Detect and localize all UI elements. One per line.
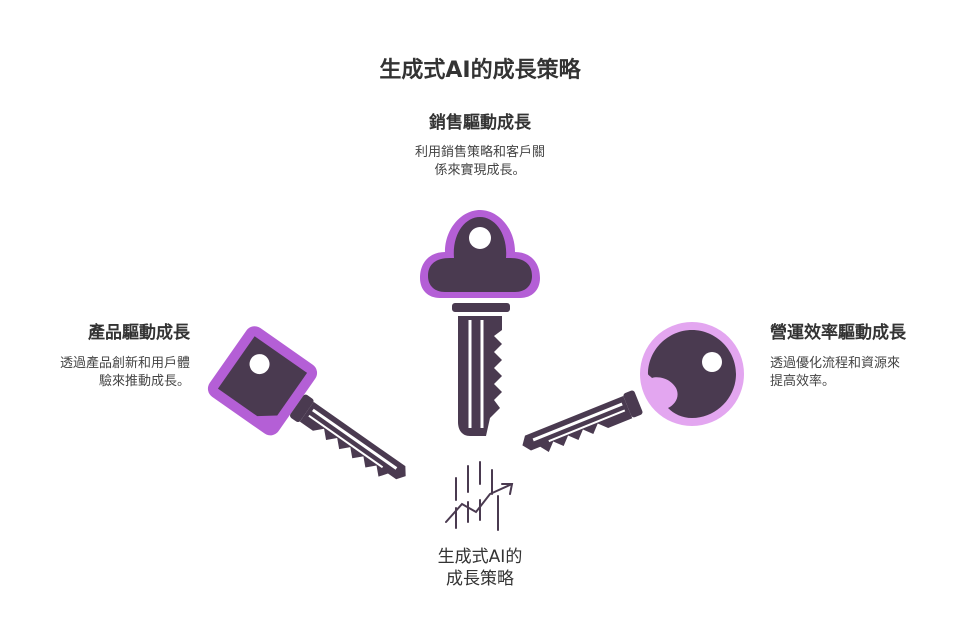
operations-key-head	[648, 330, 736, 418]
operations-desc-line-2: 提高效率。	[770, 374, 836, 389]
operations-key-groove-2	[548, 409, 626, 443]
product-key-groove	[312, 408, 398, 470]
center-label-line-2: 成長策略	[446, 569, 514, 589]
page-title: 生成式AI的成長策略	[379, 58, 581, 83]
product-desc-line-2: 驗來推動成長。	[98, 374, 190, 389]
product-key-head	[217, 336, 308, 417]
product-growth-description: 透過產品創新和用戶體 驗來推動成長。	[20, 355, 190, 391]
operations-growth-title: 營運效率驅動成長	[770, 323, 906, 343]
sales-key-blade	[458, 316, 502, 436]
sales-growth-description: 利用銷售策略和客戶關 係來實現成長。	[380, 144, 580, 180]
sales-growth-title: 銷售驅動成長	[429, 113, 531, 133]
chart-trend-arrow-head	[501, 483, 514, 495]
sales-desc-line-2: 係來實現成長。	[434, 163, 526, 178]
product-key-groove-2	[308, 414, 384, 469]
sales-key-icon	[420, 210, 540, 436]
operations-key-collar	[623, 390, 643, 418]
operations-desc-line-1: 透過優化流程和資源來	[770, 356, 901, 371]
center-label-line-1: 生成式AI的	[437, 547, 523, 567]
product-key-blade	[299, 401, 406, 480]
sales-desc-line-1: 利用銷售策略和客戶關	[414, 145, 545, 160]
chart-trend-line	[445, 483, 513, 523]
center-label: 生成式AI的 成長策略	[380, 546, 580, 590]
sales-key-head	[428, 217, 532, 292]
operations-key-groove	[532, 402, 623, 442]
product-growth-title: 產品驅動成長	[88, 323, 190, 343]
product-desc-line-1: 透過產品創新和用戶體	[59, 356, 190, 371]
product-key-hole	[249, 354, 270, 375]
sales-key-collar	[452, 303, 510, 312]
operations-key-hole	[702, 352, 722, 372]
sales-key-hole	[469, 227, 491, 249]
growth-chart-icon	[445, 461, 514, 531]
product-key-collar	[290, 394, 314, 423]
operations-growth-description: 透過優化流程和資源來 提高效率。	[770, 355, 940, 391]
product-key-icon	[207, 326, 406, 480]
operations-key-icon	[522, 322, 744, 452]
